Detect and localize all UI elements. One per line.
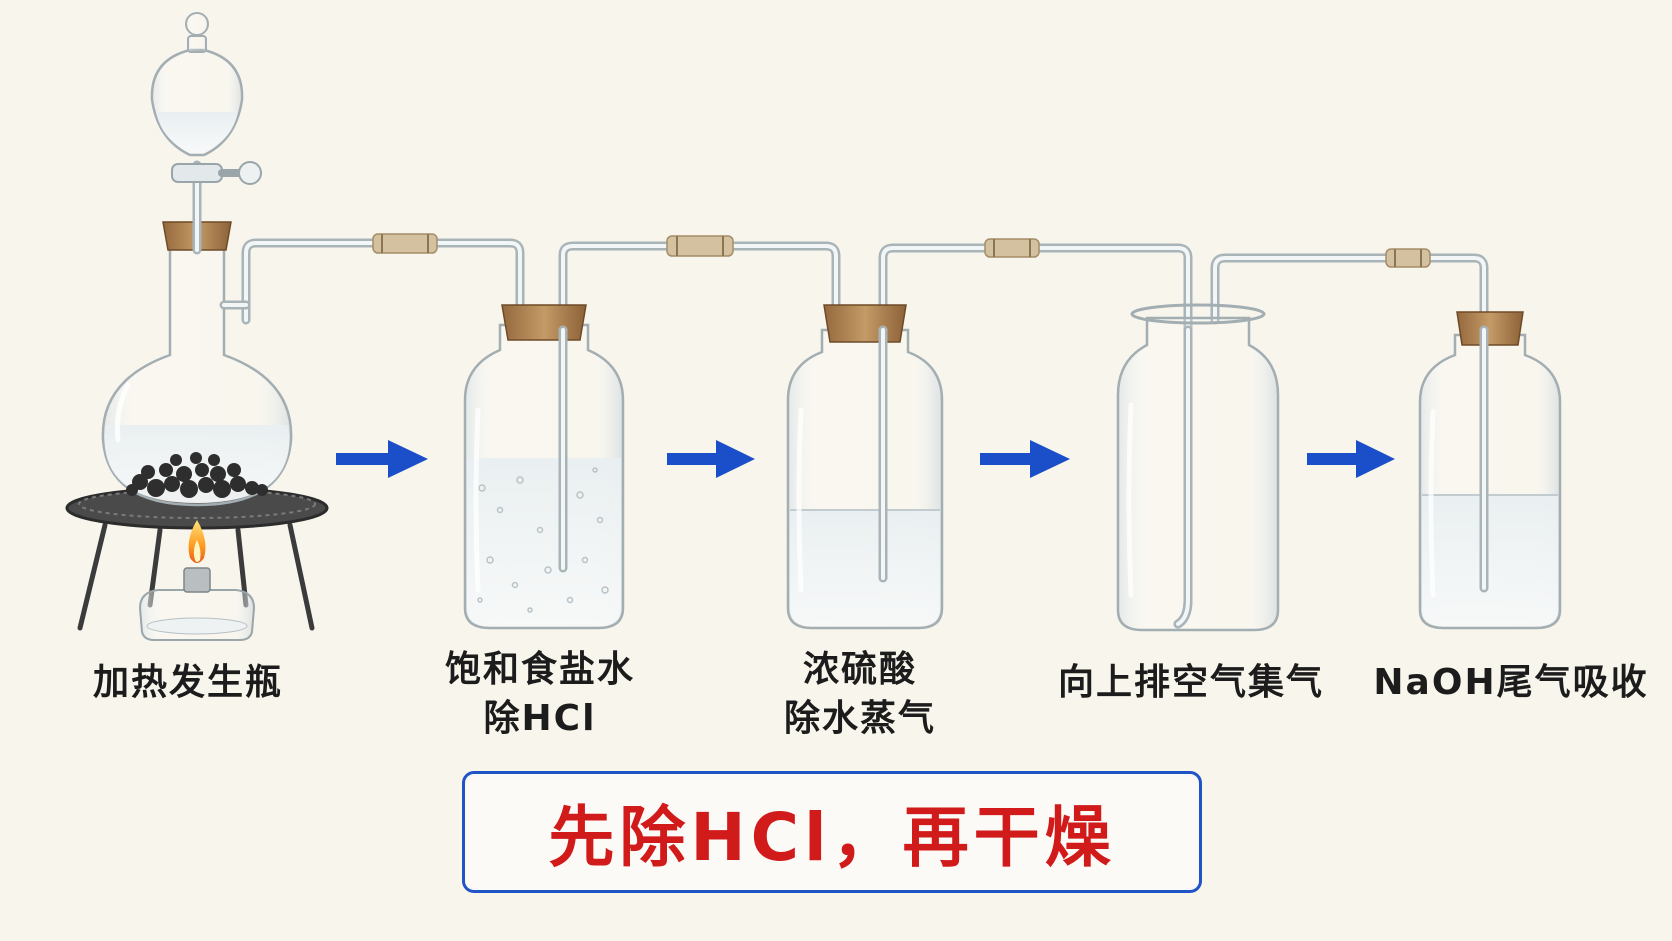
label-wash: 饱和食盐水 除HCl (404, 645, 676, 743)
label-absorb: NaOH尾气吸收 (1360, 658, 1662, 707)
flow-arrow-3 (980, 440, 1070, 478)
label-absorb-line-1: NaOH尾气吸收 (1373, 662, 1649, 703)
summary-text: 先除HCl，再干燥 (548, 799, 1116, 876)
label-wash-line-1: 饱和食盐水 (444, 649, 635, 690)
label-dry: 浓硫酸 除水蒸气 (730, 645, 990, 743)
label-generator-line-1: 加热发生瓶 (92, 662, 283, 703)
summary-box: 先除HCl，再干燥 (462, 771, 1202, 893)
flow-arrow-1 (336, 440, 428, 478)
flow-arrow-2 (667, 440, 755, 478)
flow-arrow-4 (1307, 440, 1395, 478)
label-collect: 向上排空气集气 (1040, 658, 1342, 707)
label-collect-line-1: 向上排空气集气 (1057, 662, 1324, 703)
label-generator: 加热发生瓶 (58, 658, 318, 707)
label-dry-line-2: 除水蒸气 (783, 698, 936, 739)
label-dry-line-1: 浓硫酸 (802, 649, 917, 690)
label-wash-line-2: 除HCl (483, 698, 597, 739)
